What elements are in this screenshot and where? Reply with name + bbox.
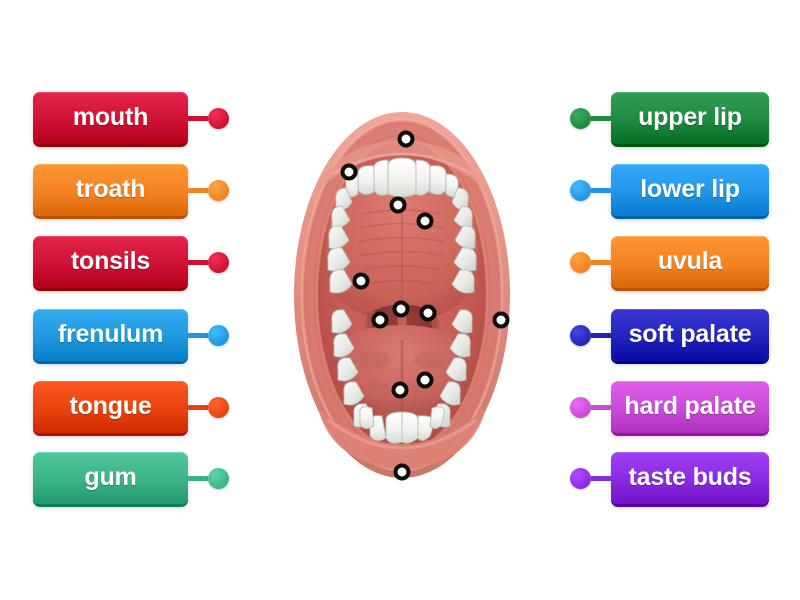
marker-mouth-outer[interactable]: [492, 311, 510, 329]
label-chip-soft-palate-text: soft palate: [628, 319, 752, 348]
label-chip-taste-buds[interactable]: taste buds: [570, 452, 769, 504]
label-chip-hard-palate-text: hard palate: [624, 391, 756, 420]
label-chip-uvula-connector: [570, 251, 611, 273]
label-chip-hard-palate-connector: [570, 396, 611, 418]
label-chip-tonsils[interactable]: tonsils: [33, 236, 229, 288]
label-chip-frenulum[interactable]: frenulum: [33, 309, 229, 361]
label-chip-lower-lip-text: lower lip: [640, 174, 740, 203]
label-chip-upper-lip-text: upper lip: [638, 102, 742, 131]
label-chip-frenulum-connector: [188, 324, 229, 346]
marker-soft-palate[interactable]: [352, 272, 370, 290]
label-chip-troath[interactable]: troath: [33, 164, 229, 216]
label-chip-tongue[interactable]: tongue: [33, 381, 229, 433]
label-chip-mouth-connector: [188, 107, 229, 129]
marker-upper-teeth[interactable]: [389, 196, 407, 214]
marker-taste-buds[interactable]: [416, 371, 434, 389]
label-chip-frenulum-text: frenulum: [57, 319, 164, 348]
label-chip-lower-lip[interactable]: lower lip: [570, 164, 769, 216]
label-chip-soft-palate-connector: [570, 324, 611, 346]
marker-hard-palate[interactable]: [416, 212, 434, 230]
label-chip-mouth-text: mouth: [72, 102, 149, 131]
label-chip-upper-lip[interactable]: upper lip: [570, 92, 769, 144]
label-chip-taste-buds-text: taste buds: [628, 462, 752, 491]
label-chip-taste-buds-connector: [570, 467, 611, 489]
label-chip-troath-text: troath: [75, 174, 146, 203]
label-chip-gum-connector: [188, 467, 229, 489]
marker-tonsil-right[interactable]: [419, 304, 437, 322]
label-chip-tonsils-text: tonsils: [70, 246, 151, 275]
marker-uvula-left[interactable]: [371, 311, 389, 329]
label-chip-gum-text: gum: [84, 462, 137, 491]
label-chip-uvula[interactable]: uvula: [570, 236, 769, 288]
marker-throat[interactable]: [392, 300, 410, 318]
label-chip-lower-lip-connector: [570, 179, 611, 201]
label-chip-uvula-text: uvula: [657, 246, 723, 275]
mouth-anatomy-image: [292, 108, 512, 483]
marker-lower-lip[interactable]: [393, 463, 411, 481]
label-chip-tongue-connector: [188, 396, 229, 418]
marker-upper-lip[interactable]: [397, 130, 415, 148]
label-chip-tonsils-connector: [188, 251, 229, 273]
label-chip-mouth[interactable]: mouth: [33, 92, 229, 144]
label-chip-upper-lip-connector: [570, 107, 611, 129]
label-chip-hard-palate[interactable]: hard palate: [570, 381, 769, 433]
marker-tongue[interactable]: [391, 381, 409, 399]
label-chip-tongue-text: tongue: [69, 391, 152, 420]
label-chip-soft-palate[interactable]: soft palate: [570, 309, 769, 361]
marker-upper-gum[interactable]: [340, 163, 358, 181]
label-chip-gum[interactable]: gum: [33, 452, 229, 504]
label-chip-troath-connector: [188, 179, 229, 201]
